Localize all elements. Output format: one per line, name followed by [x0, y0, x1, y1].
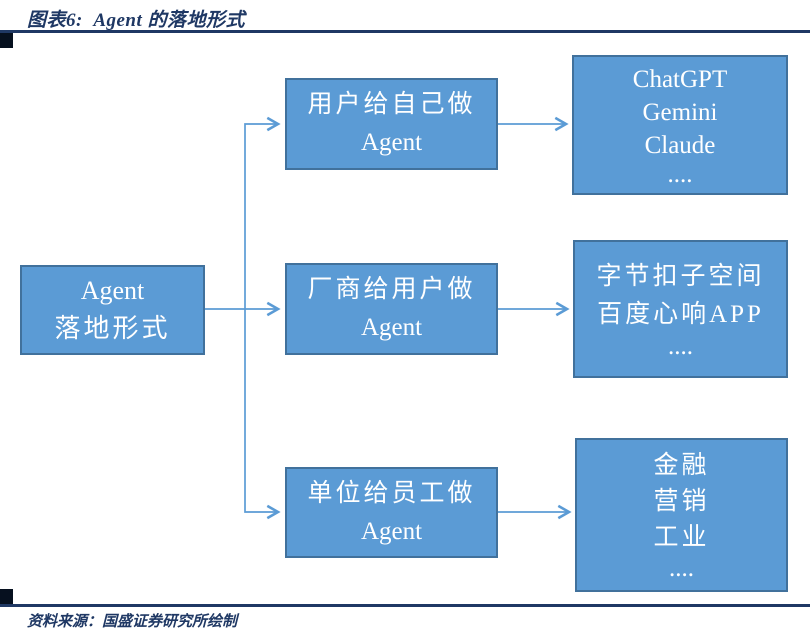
figure-title: 图表6: Agent 的落地形式: [27, 10, 246, 31]
node-branch-employer-built-line-1: 单位给员工做: [307, 479, 476, 507]
bottom-left-square: [0, 589, 13, 604]
top-rule: [0, 30, 810, 33]
node-branch-employer-built-line-2: Agent: [360, 517, 423, 545]
node-branch-vendor-built-line-2: Agent: [360, 314, 423, 341]
example-ellipsis-2: ....: [668, 333, 693, 360]
example-bytedance-coze: 字节扣子空间: [596, 263, 765, 290]
example-chatgpt: ChatGPT: [632, 65, 728, 93]
node-examples-consumer-agents: ChatGPT Gemini Claude ....: [572, 55, 788, 195]
example-claude: Claude: [644, 131, 716, 159]
example-gemini: Gemini: [642, 98, 718, 126]
connector-root-to-branch1: [244, 116, 281, 309]
node-branch-user-built-line-1: 用户给自己做: [307, 91, 476, 118]
example-baidu-xinxiang: 百度心响APP: [597, 301, 764, 328]
example-ellipsis-1: ....: [667, 160, 693, 188]
node-root-line-1: Agent: [80, 276, 145, 305]
top-left-square: [0, 33, 13, 48]
example-ellipsis-3: ....: [669, 555, 694, 582]
node-examples-vendor-agents: 字节扣子空间 百度心响APP ....: [573, 240, 788, 378]
node-root-line-2: 落地形式: [54, 314, 171, 343]
node-branch-user-built-line-2: Agent: [360, 129, 423, 156]
bottom-rule: [0, 604, 810, 607]
example-marketing: 营销: [653, 488, 710, 515]
example-industrial: 工业: [653, 524, 710, 551]
node-root: Agent 落地形式: [20, 265, 205, 355]
source-note: 资料来源：国盛证券研究所绘制: [27, 614, 238, 630]
node-branch-employer-built: 单位给员工做 Agent: [285, 467, 498, 558]
node-branch-user-built: 用户给自己做 Agent: [285, 78, 498, 170]
connector-root-to-branch3: [244, 309, 281, 520]
example-finance: 金融: [653, 452, 710, 479]
node-branch-vendor-built-line-1: 厂商给用户做: [307, 276, 476, 303]
node-branch-vendor-built: 厂商给用户做 Agent: [285, 263, 498, 355]
node-examples-industry-agents: 金融 营销 工业 ....: [575, 438, 788, 592]
